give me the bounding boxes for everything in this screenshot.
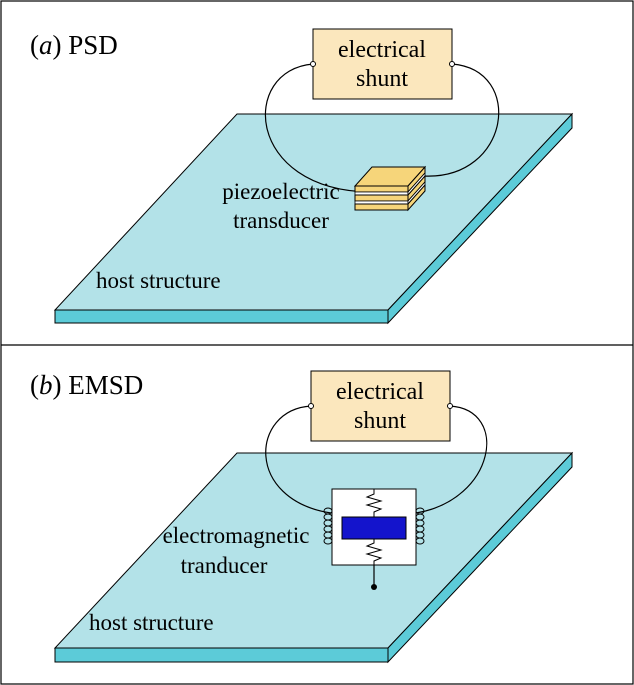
shunt-wire-right (423, 63, 500, 177)
electrical-shunt-box (310, 370, 451, 442)
shunt-terminal-left (308, 403, 314, 409)
shunt-wire-left (264, 63, 371, 193)
panel-b: (b) EMSD electrical shunt electromagneti… (30, 370, 574, 664)
host-structure-plate-right (387, 112, 573, 325)
shunt-label-line2: shunt (354, 408, 406, 434)
coil-right-icon (415, 507, 425, 545)
transducer-label-line2: transducer (233, 208, 329, 233)
host-structure-label: host structure (89, 610, 214, 635)
electromagnetic-transducer-icon (323, 488, 425, 590)
shunt-terminal-right (449, 61, 455, 67)
host-structure-plate-right (387, 451, 573, 664)
transducer-label-line2: tranducer (181, 553, 268, 578)
host-structure-plate-front (54, 309, 389, 324)
shunt-terminal-left (310, 61, 316, 67)
transducer-label-line1: piezoelectric (222, 179, 339, 204)
shunt-terminal-right (447, 403, 453, 409)
shunt-label-line2: shunt (356, 66, 408, 92)
host-structure-label: host structure (96, 268, 221, 293)
shunt-wire-right (415, 405, 488, 514)
piezoelectric-transducer-icon (353, 165, 427, 212)
panel-a-title: (a) PSD (30, 30, 118, 60)
shunt-label-line1: electrical (336, 379, 424, 405)
shunt-wire-left (265, 405, 332, 514)
shunt-label-line1: electrical (338, 37, 426, 63)
magnet-mass (341, 516, 407, 540)
coil-left-icon (323, 507, 333, 545)
panel-a: (a) PSD electrical shunt piezoelectric t… (30, 28, 574, 325)
host-structure-plate-front (54, 647, 389, 663)
transducer-label-line1: electromagnetic (163, 523, 310, 548)
panel-b-title: (b) EMSD (30, 370, 143, 400)
